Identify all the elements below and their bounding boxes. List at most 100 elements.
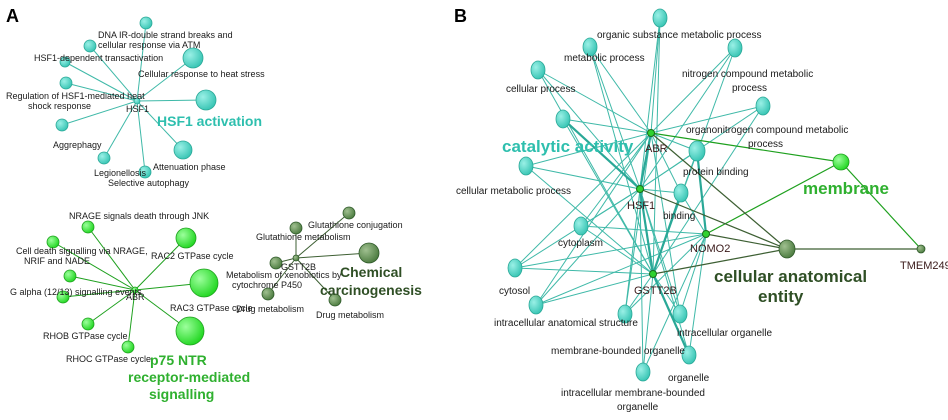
node-binding[interactable] (673, 183, 689, 203)
label-binding: binding (663, 211, 695, 222)
label-rac3: RAC3 GTPase cycle (170, 303, 253, 313)
node-p75[interactable] (175, 316, 205, 346)
node-legionellosis[interactable] (97, 151, 111, 165)
node-cytoplasm[interactable] (573, 216, 589, 236)
node-hsf1-small[interactable] (59, 56, 71, 68)
label-metabolic: metabolic process (564, 53, 645, 64)
label-drug-1: Drug metabolism (236, 304, 304, 314)
label-tmem: TMEM249 (900, 260, 948, 272)
node-drug-metabolism-1[interactable] (261, 287, 275, 301)
label-heat: Cellular response to heat stress (138, 69, 265, 79)
label-p75-2: receptor-mediated (128, 369, 250, 385)
label-gluconj: Glutathione conjugation (308, 220, 403, 230)
gstt2b-cluster-labels: Glutathione conjugation Glutathione meta… (226, 220, 422, 320)
node-tmem249[interactable] (916, 244, 926, 254)
label-membrane: membrane (803, 179, 889, 198)
node-protein-binding[interactable] (688, 140, 706, 162)
label-dna-2: cellular response via ATM (98, 40, 200, 50)
hub-hsf1-a[interactable] (133, 97, 141, 105)
node-galpha[interactable] (63, 269, 77, 283)
node-rac2[interactable] (175, 227, 197, 249)
node-membrane[interactable] (832, 153, 850, 171)
label-cytosol: cytosol (499, 286, 530, 297)
hub-gstt2b-b[interactable] (649, 270, 657, 278)
label-mbo: membrane-bounded organelle (551, 346, 685, 357)
label-cellproc: cellular process (506, 84, 575, 95)
hub-hsf1-b[interactable] (636, 185, 644, 193)
label-orgnit-1: organonitrogen compound metabolic (686, 125, 848, 136)
node-glutathione-conjugation[interactable] (342, 206, 356, 220)
node-aggrephagy[interactable] (55, 118, 69, 132)
node-regulation-hsf1[interactable] (59, 76, 73, 90)
label-cellmet: cellular metabolic process (456, 186, 571, 197)
node-rac3[interactable] (189, 268, 219, 298)
node-organic-substance[interactable] (652, 8, 668, 28)
node-xenobiotics[interactable] (269, 256, 283, 270)
node-heat-stress[interactable] (182, 47, 204, 69)
label-p75-1: p75 NTR (150, 352, 207, 368)
node-cytosol[interactable] (507, 258, 523, 278)
node-catalytic-activity[interactable] (555, 109, 571, 129)
hub-abr-a[interactable] (131, 286, 139, 294)
label-aggrephagy: Aggrephagy (53, 140, 102, 150)
abr-cluster-edges (52, 226, 205, 348)
node-rhoc[interactable] (121, 340, 135, 354)
label-cell-1: Cell death signalling via NRAGE, (16, 246, 148, 256)
label-nitro-2: process (732, 83, 767, 94)
label-organic: organic substance metabolic process (597, 30, 762, 41)
hub-gstt2b-a[interactable] (292, 254, 300, 262)
label-cae-2: entity (758, 287, 804, 306)
label-reg-1: Regulation of HSF1-mediated heat (6, 91, 145, 101)
label-cyto: cytoplasm (558, 238, 603, 249)
node-nrage-jnk[interactable] (81, 220, 95, 234)
node-cellular-anatomical-entity[interactable] (778, 239, 796, 259)
label-nrage: NRAGE signals death through JNK (69, 211, 209, 221)
node-metabolic-process[interactable] (582, 37, 598, 57)
node-chemical-carcinogenesis[interactable] (358, 242, 380, 264)
label-imbo-2: organelle (617, 402, 659, 413)
label-nomo2: NOMO2 (690, 243, 730, 255)
node-intracellular-anatomical[interactable] (528, 295, 544, 315)
label-hsf1-hub: HSF1 (126, 104, 149, 114)
node-attenuation[interactable] (173, 140, 193, 160)
node-drug-metabolism-2[interactable] (328, 293, 342, 307)
node-organonitrogen[interactable] (755, 96, 771, 116)
node-cellular-metabolic[interactable] (518, 156, 534, 176)
label-hsf1-trans: HSF1-dependent transactivation (34, 53, 163, 63)
hsf1-cluster-edges (61, 22, 207, 173)
node-cell-death-nrage[interactable] (46, 235, 60, 249)
node-intracellular-membrane-bounded[interactable] (635, 362, 651, 382)
node-intracellular-organelle[interactable] (672, 304, 688, 324)
abr-cluster-labels: NRAGE signals death through JNK Cell dea… (10, 211, 253, 402)
label-chem-1: Chemical (340, 264, 402, 280)
label-dna-1: DNA IR-double strand breaks and (98, 30, 233, 40)
gstt2b-cluster-nodes (261, 206, 380, 307)
node-nitrogen-compound[interactable] (727, 38, 743, 58)
network-b-teal-nodes (507, 8, 771, 382)
label-gstt2b-b: GSTT2B (634, 285, 677, 297)
node-hsf1-activation[interactable] (195, 89, 217, 111)
network-b-labels: organic substance metabolic process meta… (456, 30, 948, 413)
network-b-thick-edges (562, 118, 708, 356)
hub-nomo2-b[interactable] (702, 230, 710, 238)
node-rhob[interactable] (81, 317, 95, 331)
label-orgnit-2: process (748, 139, 783, 150)
node-rhob-small[interactable] (56, 290, 70, 304)
label-imbo-1: intracellular membrane-bounded (561, 388, 705, 399)
node-organelle[interactable] (681, 345, 697, 365)
panel-a: A DNA IR-double (6, 6, 422, 402)
node-membrane-bounded[interactable] (617, 304, 633, 324)
label-rhob: RHOB GTPase cycle (43, 331, 128, 341)
label-metab-2: cytochrome P450 (232, 280, 302, 290)
node-selective-autophagy[interactable] (138, 165, 152, 179)
label-cell-2: NRIF and NADE (24, 256, 90, 266)
node-cellular-process[interactable] (530, 60, 546, 80)
node-hsf1-transactivation[interactable] (83, 39, 97, 53)
hsf1-cluster-nodes (55, 16, 217, 179)
label-nitro-1: nitrogen compound metabolic (682, 69, 813, 80)
node-glutathione-metabolism[interactable] (289, 221, 303, 235)
node-dna-ir[interactable] (139, 16, 153, 30)
label-legionellosis: Legionellosis (94, 168, 147, 178)
label-drug-2: Drug metabolism (316, 310, 384, 320)
hub-abr-b[interactable] (647, 129, 655, 137)
